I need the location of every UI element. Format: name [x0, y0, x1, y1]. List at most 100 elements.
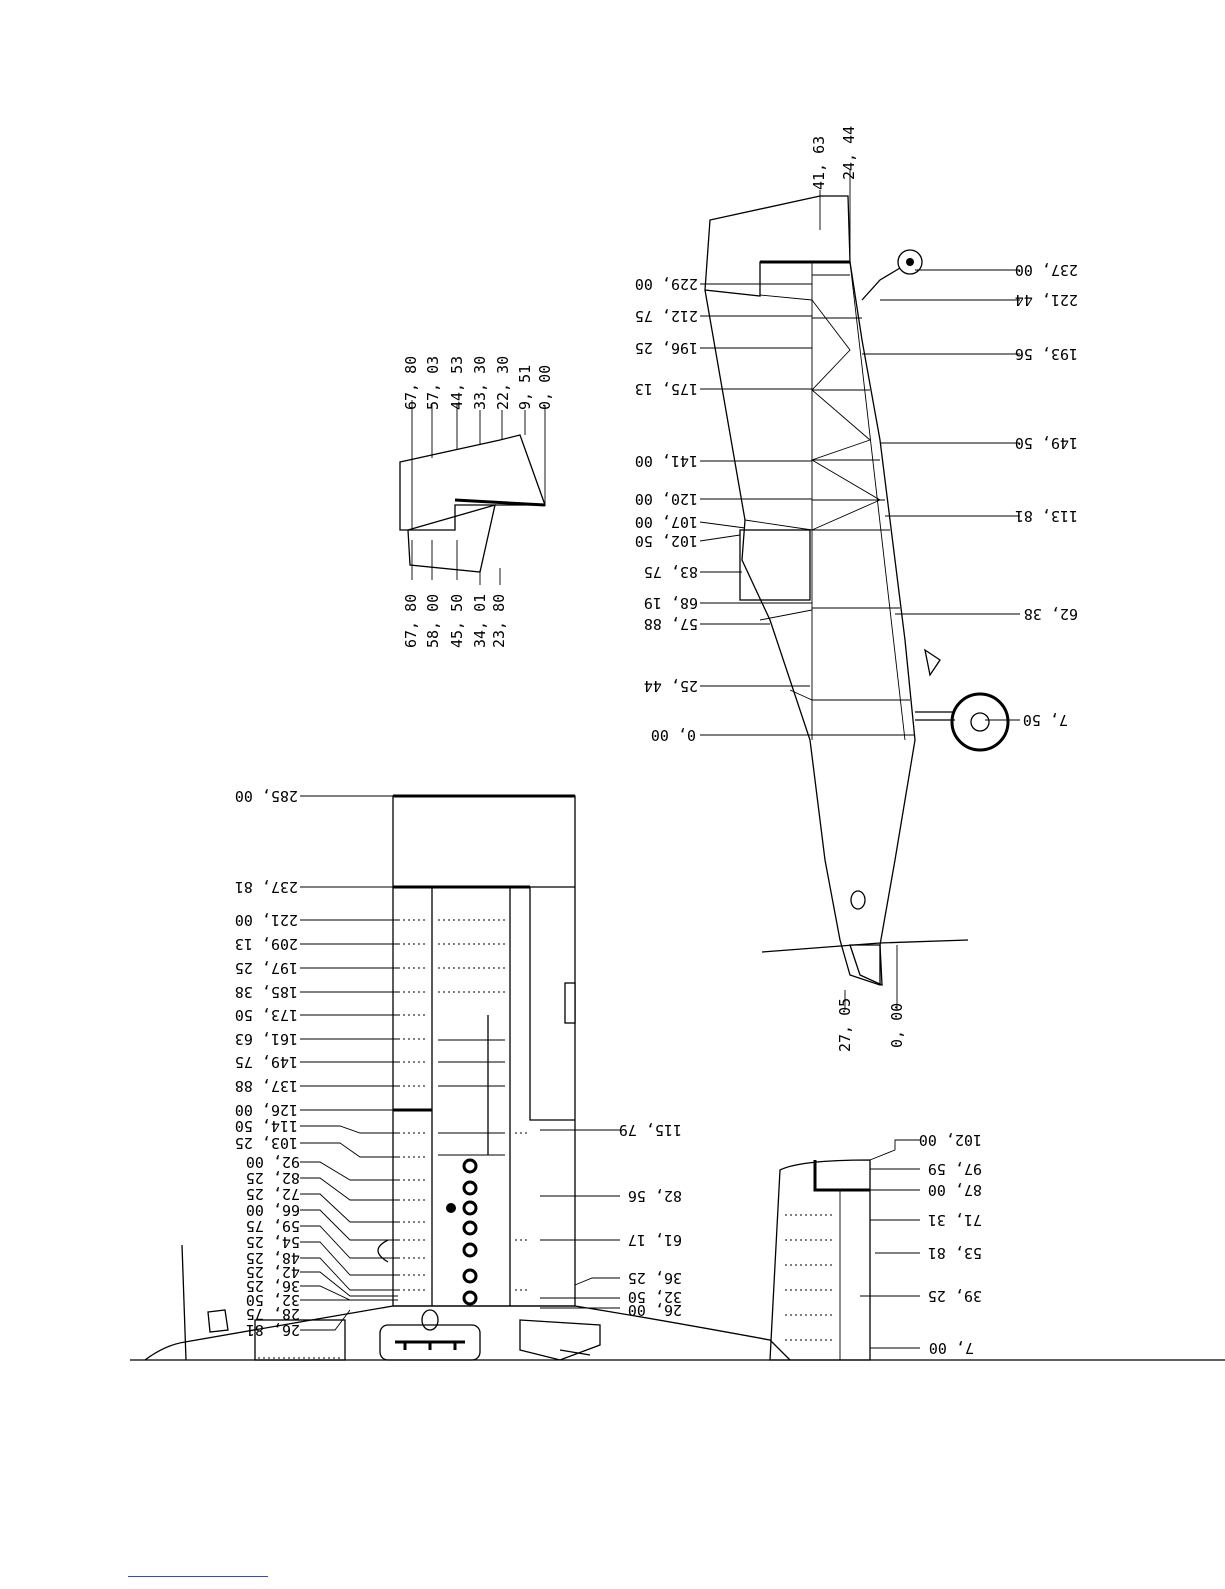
dim-label: 0, 00 [888, 1003, 906, 1048]
dim-label: 48, 25 [246, 1249, 300, 1267]
fuel-cap [446, 1203, 456, 1213]
dim-label: 59, 75 [246, 1217, 300, 1235]
dim-label: 285, 00 [235, 787, 298, 805]
dim-label: 237, 00 [1015, 261, 1078, 279]
tailwheel-hub [906, 258, 914, 266]
fuel-filler [421, 1309, 439, 1331]
dim-label: 57, 88 [644, 615, 698, 633]
dim-label: 0, 00 [536, 365, 554, 410]
dim-label: 36, 25 [246, 1277, 300, 1295]
side-bottom-labels: 27, 05 0, 00 [836, 998, 906, 1052]
side-left-labels: 229, 00 212, 75 196, 25 175, 13 141, 00 … [635, 275, 698, 744]
dim-label: 58, 00 [424, 594, 442, 648]
rib-lines-inner [438, 1039, 505, 1156]
dim-label: 42, 25 [246, 1263, 300, 1281]
dim-label: 66, 00 [246, 1201, 300, 1219]
dim-label: 137, 88 [235, 1077, 298, 1095]
rudder-outline [704, 195, 851, 297]
dim-label: 209, 13 [235, 935, 298, 953]
wing-hole [462, 1158, 478, 1174]
dim-label: 107, 00 [635, 513, 698, 531]
aileron-hinge [564, 982, 576, 1024]
instrument-bar [395, 1340, 465, 1350]
dim-label: 237, 81 [235, 878, 298, 896]
dim-label: 27, 05 [836, 998, 854, 1052]
wing-view [300, 794, 620, 1331]
dim-label: 212, 75 [635, 307, 698, 325]
dim-label: 97, 59 [928, 1160, 982, 1178]
fin-view: 67, 80 57, 03 44, 53 33, 30 22, 30 9, 51… [399, 356, 554, 648]
dim-label: 115, 79 [619, 1121, 682, 1139]
dim-label: 57, 03 [424, 356, 442, 410]
truss-diagonals [810, 274, 915, 736]
dim-label: 61, 17 [628, 1231, 682, 1249]
side-view [699, 170, 1020, 1010]
dim-label: 229, 00 [635, 275, 698, 293]
dim-label: 102, 00 [919, 1131, 982, 1149]
wing-hole [462, 1220, 478, 1236]
dim-label: 126, 00 [235, 1101, 298, 1119]
frame-lines [744, 294, 813, 701]
truss-longerons [811, 261, 906, 741]
dim-label: 87, 00 [928, 1181, 982, 1199]
dim-label: 193, 56 [1015, 345, 1078, 363]
propeller-blade [761, 939, 969, 953]
dim-label: 7, 00 [929, 1339, 974, 1357]
dim-label: 22, 30 [494, 356, 512, 410]
side-top-leaders [819, 170, 851, 262]
cockpit-opening [519, 1319, 601, 1361]
wing-left-leaders [300, 795, 398, 1331]
footer-rule [128, 1576, 268, 1577]
dim-label: 23, 80 [490, 594, 508, 648]
dim-label: 83, 75 [644, 563, 698, 581]
dim-label: 161, 63 [235, 1030, 298, 1048]
stabilizer-outline [769, 1159, 871, 1361]
dim-label: 54, 25 [246, 1233, 300, 1251]
dim-label: 102, 50 [635, 532, 698, 550]
elevator-horn [813, 1160, 870, 1192]
dim-label: 141, 00 [635, 452, 698, 470]
dim-label: 26, 00 [628, 1301, 682, 1319]
stab-ribs [785, 1214, 835, 1341]
dim-label: 45, 50 [448, 594, 466, 648]
dim-label: 44, 53 [448, 356, 466, 410]
wing-hole [462, 1180, 478, 1196]
side-top-labels: 41, 63 24, 44 [810, 126, 858, 190]
dim-label: 103, 25 [235, 1134, 298, 1152]
dim-label: 32, 50 [628, 1288, 682, 1306]
dim-label: 24, 44 [840, 126, 858, 180]
fin-spar [454, 498, 546, 507]
spinner [849, 944, 883, 987]
tailwheel-leg [861, 267, 901, 301]
dim-label: 26, 81 [246, 1321, 300, 1339]
stab-right-labels: 102, 00 97, 59 87, 00 71, 31 53, 81 39, … [919, 1131, 982, 1357]
dim-label: 221, 44 [1015, 291, 1078, 309]
windshield-frame [379, 1324, 481, 1361]
seat-back [559, 1349, 591, 1356]
dim-label: 72, 25 [246, 1185, 300, 1203]
main-wheel-hub [970, 712, 990, 732]
dim-label: 67, 80 [402, 594, 420, 648]
dim-label: 114, 50 [235, 1117, 298, 1135]
dim-label: 62, 38 [1024, 605, 1078, 623]
fuselage-outline [704, 261, 916, 986]
dim-label: 34, 01 [471, 594, 489, 648]
dim-label: 185, 38 [235, 983, 298, 1001]
dim-label: 149, 50 [1015, 434, 1078, 452]
dim-label: 53, 81 [928, 1244, 982, 1262]
cowl-opening [850, 890, 866, 910]
dim-label: 92, 00 [246, 1153, 300, 1171]
dim-label: 39, 25 [928, 1287, 982, 1305]
wing-structure [431, 886, 575, 1306]
dim-label: 36, 25 [628, 1269, 682, 1287]
dim-label: 120, 00 [635, 490, 698, 508]
dim-label: 41, 63 [810, 136, 828, 190]
fuselage-top-view [130, 1139, 1225, 1361]
side-right-labels: 237, 00 221, 44 193, 56 149, 50 113, 81 … [1015, 261, 1078, 729]
cowling-panel [254, 1319, 346, 1361]
dim-label: 9, 51 [516, 365, 534, 410]
dim-label: 173, 50 [235, 1006, 298, 1024]
exhaust [207, 1309, 229, 1333]
